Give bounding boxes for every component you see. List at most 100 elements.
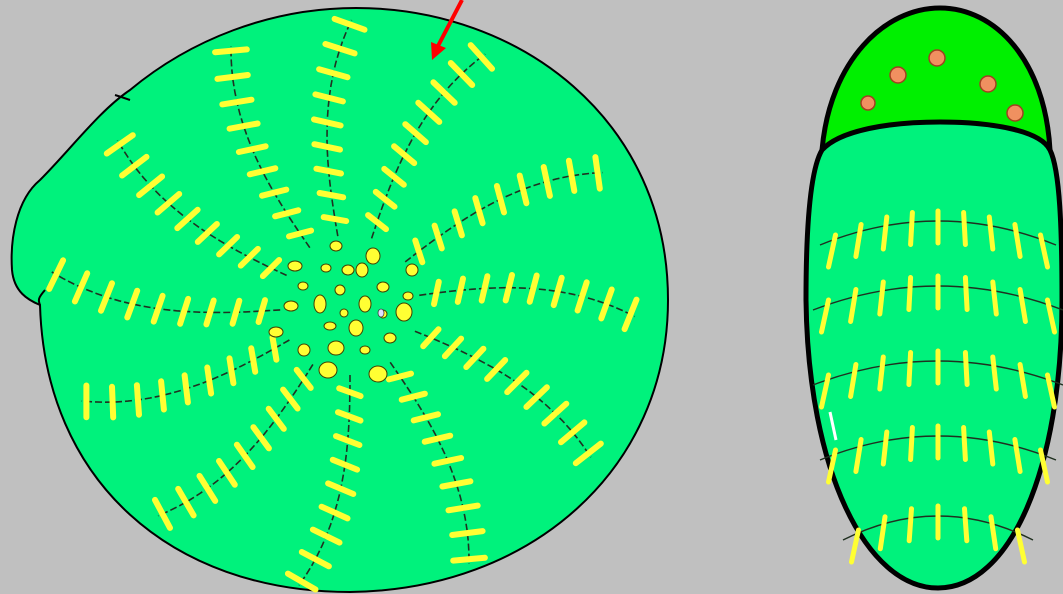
- yellow-stitch: [313, 165, 344, 177]
- yellow-stitch: [478, 273, 491, 304]
- yellow-stitch: [1038, 447, 1050, 485]
- yellow-stitch: [574, 279, 590, 314]
- yellow-stitch: [154, 191, 183, 216]
- yellow-stitch: [119, 153, 150, 179]
- yellow-stitch: [124, 287, 141, 321]
- yellow-stitch: [136, 173, 166, 199]
- yellow-stitch: [133, 382, 142, 418]
- highlight-mark: [828, 411, 838, 441]
- yellow-stitch: [908, 425, 915, 462]
- yellow-stitch: [853, 437, 864, 474]
- yellow-stitch: [320, 214, 350, 225]
- yellow-stitch: [335, 409, 364, 424]
- yellow-stitch: [502, 272, 515, 304]
- disc-stitches: [46, 15, 640, 593]
- yellow-stitch: [269, 334, 280, 363]
- yellow-stitch: [880, 214, 890, 252]
- yellow-stitch: [204, 364, 215, 397]
- yellow-stitch: [906, 275, 914, 312]
- yellow-stitch: [1017, 362, 1028, 399]
- yellow-stitch: [226, 355, 237, 387]
- yellow-stitch: [248, 345, 259, 375]
- yellow-stitch: [826, 447, 838, 485]
- pore: [318, 361, 338, 379]
- yellow-stitch: [214, 72, 251, 82]
- yellow-stitch: [990, 279, 999, 317]
- suture-line: [157, 363, 314, 517]
- pore: [268, 326, 284, 338]
- yellow-stitch: [540, 164, 553, 199]
- yellow-stitch: [272, 207, 302, 220]
- yellow-stitch: [331, 15, 368, 33]
- yellow-stitch: [1015, 527, 1027, 565]
- yellow-stitch: [565, 157, 578, 194]
- yellow-stitch: [322, 41, 358, 57]
- yellow-stitch: [284, 570, 319, 593]
- suture-line: [414, 330, 592, 458]
- yellow-stitch: [398, 390, 428, 403]
- yellow-stitch: [150, 292, 166, 325]
- yellow-stitch: [819, 297, 831, 335]
- pore: [402, 291, 414, 301]
- pore: [334, 284, 346, 296]
- yellow-stitch: [526, 272, 540, 305]
- pore: [395, 302, 413, 322]
- yellow-stitch: [990, 354, 999, 392]
- yellow-stitch: [415, 99, 443, 125]
- yellow-stitch: [298, 549, 332, 570]
- pore: [329, 240, 343, 252]
- yellow-stitch: [181, 372, 191, 406]
- suture-line: [404, 171, 603, 263]
- yellow-stitch: [853, 222, 864, 259]
- yellow-stitch: [431, 278, 442, 308]
- yellow-stitch: [472, 195, 486, 227]
- yellow-stitch: [402, 121, 429, 146]
- yellow-stitch: [233, 441, 256, 470]
- yellow-stitch: [312, 91, 346, 105]
- yellow-stitch: [621, 296, 640, 333]
- yellow-stitch: [237, 245, 261, 269]
- yellow-stitch: [152, 496, 173, 531]
- yellow-stitch: [250, 424, 272, 452]
- yellow-stitch: [880, 429, 890, 467]
- pore: [359, 345, 371, 355]
- yellow-stitch: [329, 456, 361, 473]
- yellow-stitch: [826, 232, 838, 270]
- side-stitches: [819, 208, 1057, 565]
- disc-body: [10, 6, 670, 594]
- yellow-stitch: [1045, 372, 1057, 410]
- yellow-stitch: [592, 154, 603, 192]
- yellow-stitch: [908, 210, 915, 247]
- yellow-stitch: [986, 429, 996, 467]
- suture-line: [326, 19, 353, 237]
- yellow-stitch: [451, 208, 465, 239]
- disc-sutures: [51, 19, 636, 586]
- yellow-stitch: [558, 419, 588, 446]
- yellow-stitch: [311, 141, 343, 153]
- yellow-stitch: [103, 132, 136, 157]
- pore: [297, 281, 309, 291]
- yellow-stitch: [109, 383, 117, 421]
- yellow-stitch: [493, 183, 507, 216]
- yellow-stitch: [226, 120, 261, 132]
- yellow-stitch: [98, 280, 115, 314]
- yellow-stitch: [1045, 297, 1057, 335]
- yellow-stitch: [572, 440, 604, 467]
- yellow-stitch: [71, 270, 91, 305]
- yellow-stitch: [372, 188, 398, 210]
- yellow-stitch: [516, 172, 530, 207]
- suture-line: [370, 53, 486, 239]
- suture-line: [51, 271, 281, 314]
- yellow-stitch: [1012, 222, 1023, 259]
- pore: [320, 263, 332, 273]
- yellow-stitch: [316, 66, 351, 81]
- pore: [348, 319, 364, 337]
- yellow-stitch: [467, 42, 495, 72]
- pore: [368, 365, 388, 383]
- yellow-stitch: [598, 286, 615, 322]
- suture-line: [389, 361, 470, 565]
- pore: [365, 247, 381, 265]
- yellow-stitch: [246, 165, 279, 178]
- pore: [355, 262, 369, 278]
